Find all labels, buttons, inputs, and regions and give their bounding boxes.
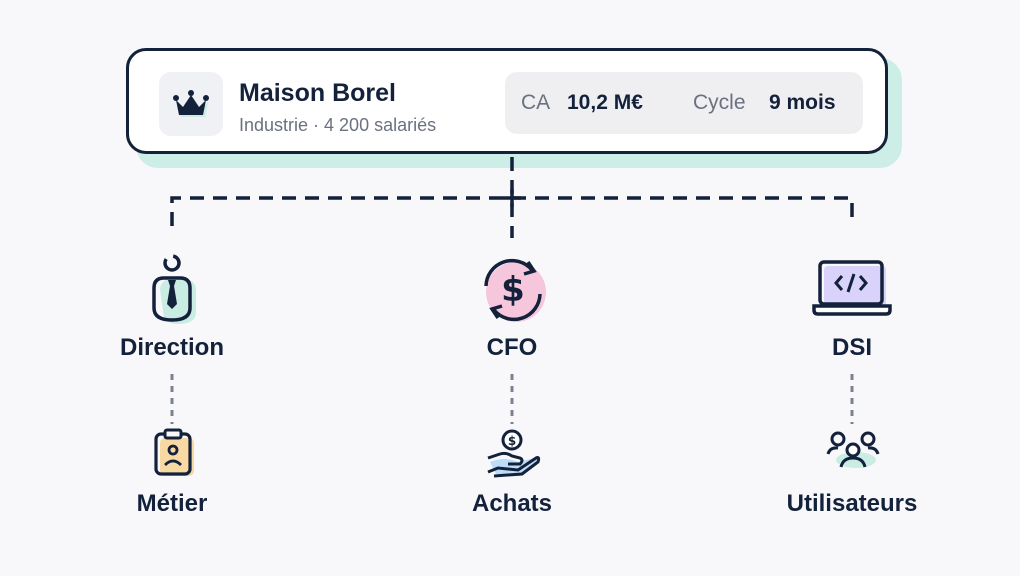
stat-label-ca: CA xyxy=(521,91,551,114)
laptop-code-icon xyxy=(812,260,892,316)
node-label-achats: Achats xyxy=(471,490,553,517)
company-subtitle: Industrie · 4 200 salariés xyxy=(239,115,437,135)
node-label-cfo: CFO xyxy=(486,334,538,361)
company-stats: CA 10,2 M€ Cycle 9 mois xyxy=(505,72,863,134)
clipboard-badge-icon xyxy=(154,428,194,476)
stat-label-cycle: Cycle xyxy=(693,91,746,114)
executive-icon xyxy=(152,254,196,324)
dollar-cycle-icon: $ xyxy=(484,258,546,322)
svg-text:$: $ xyxy=(508,434,516,448)
node-label-dsi: DSI xyxy=(831,334,872,361)
node-label-metier: Métier xyxy=(136,490,208,517)
company-logo xyxy=(159,72,223,136)
users-group-icon xyxy=(826,431,880,468)
stat-value-ca: 10,2 M€ xyxy=(567,91,643,114)
stat-value-cycle: 9 mois xyxy=(769,91,836,114)
hand-coin-icon: $ xyxy=(487,429,541,478)
svg-text:$: $ xyxy=(501,270,525,310)
node-label-utilisateurs: Utilisateurs xyxy=(786,490,918,517)
node-label-direction: Direction xyxy=(119,334,224,361)
crown-icon xyxy=(173,90,209,117)
company-name: Maison Borel xyxy=(239,79,396,107)
company-card: Maison Borel Industrie · 4 200 salariés … xyxy=(126,48,888,154)
